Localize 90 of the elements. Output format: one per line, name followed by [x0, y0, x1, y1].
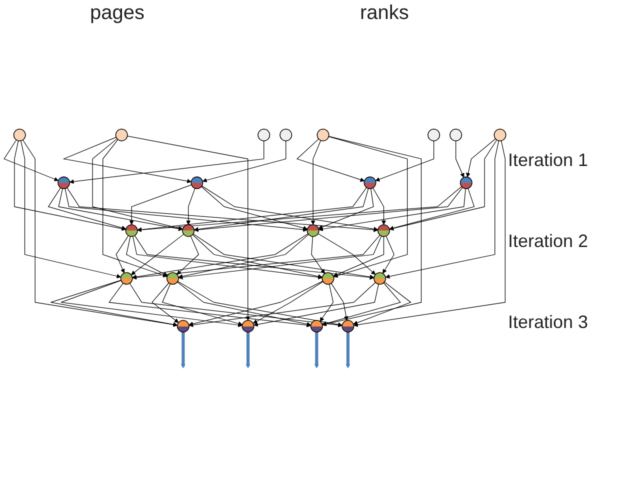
arrow	[202, 186, 378, 232]
arrow	[194, 188, 369, 232]
arrow	[60, 280, 242, 328]
arrow	[188, 282, 376, 328]
arrow	[201, 186, 308, 230]
arrow	[372, 188, 386, 225]
arrow	[50, 280, 178, 327]
arrow	[127, 136, 250, 321]
arrow	[353, 282, 412, 325]
arrow	[20, 140, 122, 278]
arrow	[296, 138, 365, 182]
arrow	[382, 236, 394, 274]
arrow	[108, 282, 312, 328]
arrow	[202, 140, 286, 182]
circle-node	[58, 176, 70, 190]
circle-node	[316, 128, 330, 142]
arrow	[177, 281, 342, 327]
arrow	[178, 234, 309, 279]
circle-node	[120, 272, 133, 285]
arrow	[322, 282, 401, 326]
arrow	[137, 186, 462, 232]
iteration-label: Iteration 1	[508, 150, 590, 171]
arrow	[333, 236, 384, 277]
circle-node	[176, 320, 190, 332]
arrow	[186, 188, 196, 225]
arrow	[64, 188, 308, 232]
arrow	[116, 235, 129, 274]
output-arrow	[346, 332, 350, 368]
arrow	[456, 140, 464, 178]
arrow	[131, 234, 184, 276]
circle-node	[242, 320, 254, 332]
circle-node	[374, 272, 386, 285]
arrow	[92, 138, 183, 230]
arrow	[177, 282, 312, 326]
circle-node	[280, 128, 292, 142]
arrow	[162, 284, 243, 326]
output-arrow	[314, 332, 319, 368]
arrow	[66, 187, 378, 232]
circle-node	[182, 224, 195, 237]
arrow	[48, 187, 126, 230]
arrow	[311, 236, 325, 274]
arrow	[328, 136, 408, 278]
circle-node	[190, 176, 204, 190]
circle-node	[306, 224, 320, 237]
group-heading: pages	[90, 2, 144, 25]
output-arrow	[246, 332, 250, 368]
circle-node	[428, 128, 440, 142]
output-arrow	[180, 332, 186, 368]
arrow	[194, 187, 463, 232]
arrow	[254, 284, 379, 327]
circle-node	[166, 272, 179, 285]
arrow	[126, 236, 168, 276]
arrow	[389, 188, 475, 230]
arrow	[58, 188, 183, 232]
arrow	[252, 281, 324, 324]
circle-node	[342, 320, 354, 332]
arrow	[176, 236, 200, 275]
arrow	[129, 184, 192, 225]
arrow	[466, 138, 496, 178]
arrow	[330, 283, 348, 321]
group-heading: ranks	[360, 2, 409, 25]
arrow	[102, 139, 168, 278]
arrow	[69, 140, 264, 184]
arrow	[318, 188, 466, 232]
arrow	[152, 282, 179, 323]
circle-node	[364, 176, 376, 190]
arrow	[192, 234, 322, 279]
arrow	[310, 140, 322, 225]
arrow	[62, 136, 192, 184]
arrow	[14, 140, 126, 231]
arrow	[188, 280, 324, 326]
arrow	[375, 140, 434, 182]
circle-node	[125, 224, 138, 237]
iteration-label: Iteration 2	[508, 231, 590, 252]
circle-node	[115, 128, 128, 142]
arrow	[385, 140, 500, 279]
arrow	[318, 188, 374, 230]
arrow	[320, 284, 334, 322]
circle-node	[494, 128, 506, 142]
arrow	[354, 140, 506, 327]
circle-node	[322, 272, 334, 285]
circle-node	[310, 320, 323, 332]
arrow	[318, 233, 376, 275]
circle-node	[378, 224, 390, 237]
circle-node	[450, 128, 462, 142]
circle-node	[258, 128, 270, 142]
circle-node	[13, 128, 26, 142]
circle-node	[460, 176, 472, 190]
arrow	[4, 140, 59, 182]
iteration-label: Iteration 3	[508, 312, 590, 333]
